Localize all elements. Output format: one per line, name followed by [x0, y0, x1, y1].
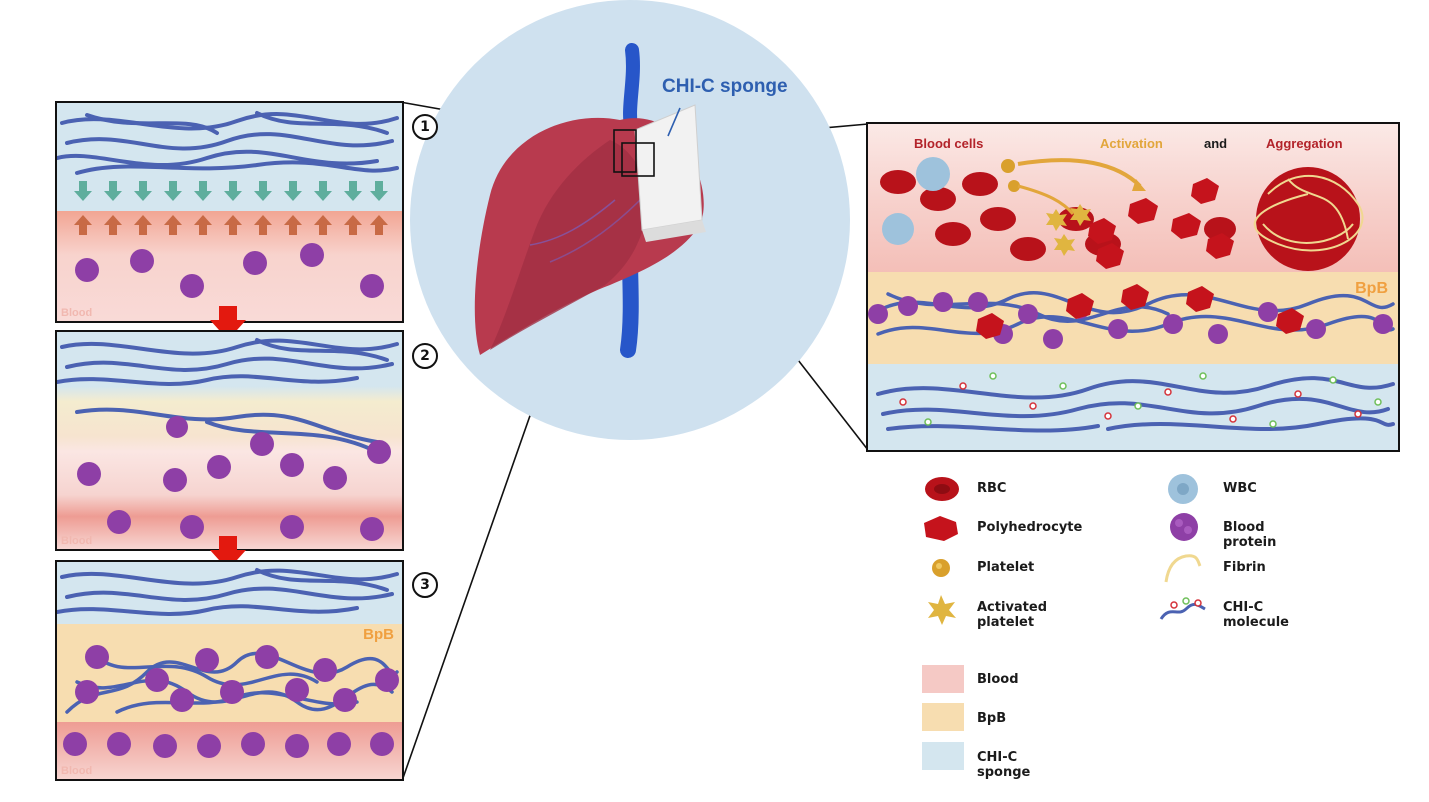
legend-label-rbc: RBC [977, 481, 1007, 496]
legend-label-polyhedrocyte: Polyhedrocyte [977, 520, 1083, 535]
detail-panel: Blood cells Activation and Aggregation B… [866, 122, 1400, 452]
step-arrow-1 [210, 306, 246, 340]
step-2-panel: Blood [55, 330, 404, 551]
legend-label-chi-c-molecule: CHI-C molecule [1223, 600, 1289, 630]
chi-c-molecule-icon [1159, 597, 1206, 620]
swatch-bpb [922, 703, 964, 731]
sponge-label: CHI-C sponge [662, 76, 788, 97]
legend-label-activated-platelet: Activated platelet [977, 600, 1048, 630]
legend-label-swatch-blood: Blood [977, 672, 1019, 687]
legend-label-blood-protein: Blood protein [1223, 520, 1277, 550]
step-1-blood-label: Blood [61, 307, 93, 319]
step-1-panel: Blood [55, 101, 404, 323]
platelet-icon [932, 559, 950, 577]
legend-label-fibrin: Fibrin [1223, 560, 1266, 575]
rbc-icon [925, 477, 959, 501]
header-blood-cells: Blood cells [914, 136, 984, 151]
step-3-blood-label: Blood [61, 765, 93, 777]
blood-protein-icon [1170, 513, 1198, 541]
legend-label-platelet: Platelet [977, 560, 1035, 575]
step-3-panel: BpB Blood [55, 560, 404, 781]
activated-platelet-icon [928, 595, 956, 625]
step-2-number: 2 [412, 343, 438, 369]
legend-label-wbc: WBC [1223, 481, 1257, 496]
detail-bpb-label: BpB [1355, 280, 1388, 297]
step-3-bpb-label: BpB [363, 626, 394, 643]
legend-label-swatch-chi-c-sponge: CHI-C sponge [977, 750, 1031, 780]
header-and: and [1204, 136, 1228, 151]
wbc-icon [1168, 474, 1198, 504]
step-1-number: 1 [412, 114, 438, 140]
step-3-number: 3 [412, 572, 438, 598]
step-2-blood-label: Blood [61, 535, 93, 547]
header-activation: Activation [1100, 136, 1163, 151]
legend-label-swatch-bpb: BpB [977, 711, 1007, 726]
fibrin-icon [1164, 554, 1202, 583]
swatch-blood [922, 665, 964, 693]
swatch-chi-c-sponge [922, 742, 964, 770]
polyhedrocyte-icon [924, 516, 958, 541]
header-aggregation: Aggregation [1266, 136, 1343, 151]
step-arrow-2 [210, 536, 246, 570]
liver-illustration [410, 0, 850, 440]
